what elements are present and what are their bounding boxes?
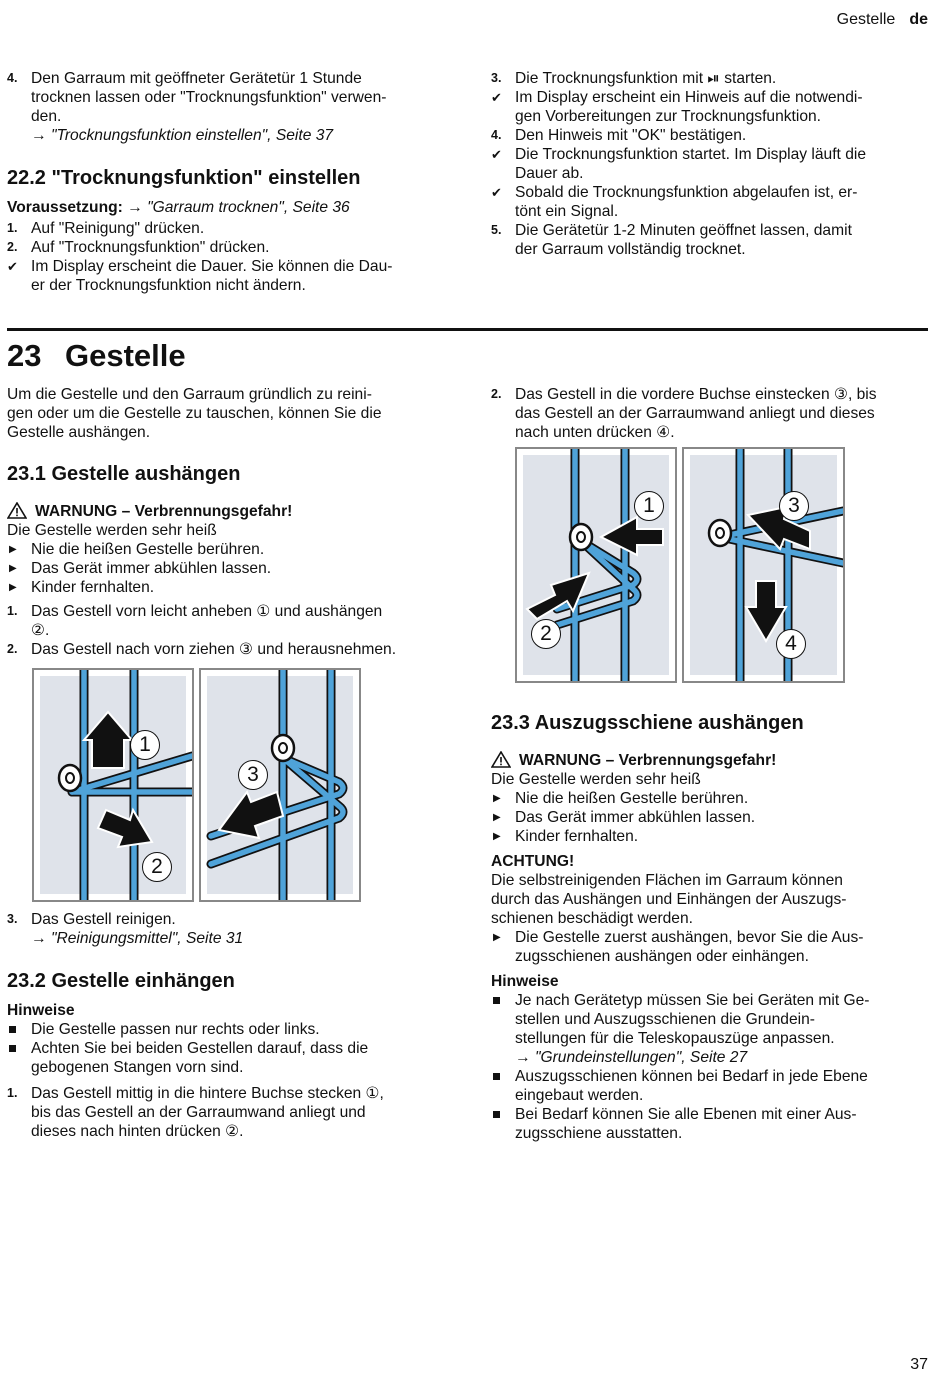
xref-link[interactable]: → "Grundeinstellungen", Seite 27 xyxy=(515,1049,748,1066)
warning-icon xyxy=(490,750,512,768)
fig-label: 4 xyxy=(776,629,806,659)
check-icon: ✔ xyxy=(491,147,502,162)
fig-label: 3 xyxy=(779,491,809,521)
heading-23-1: 23.1 Gestelle aushängen xyxy=(7,463,241,485)
triangle-bullet-icon: ▶ xyxy=(493,932,501,943)
sec23-2-step2: 2. Das Gestell in die vordere Buchse ein… xyxy=(491,386,877,441)
xref-link[interactable]: → "Trocknungsfunktion einstellen", Seite… xyxy=(31,127,334,144)
triangle-bullet-icon: ▶ xyxy=(9,544,17,555)
heading-23-3: 23.3 Auszugsschiene aushängen xyxy=(491,712,804,734)
header-section: Gestelle xyxy=(836,11,896,28)
fig-label: 1 xyxy=(634,491,664,521)
square-bullet-icon xyxy=(9,1026,16,1033)
check-icon: ✔ xyxy=(491,90,502,105)
sec23-intro: Um die Gestelle und den Garraum gründlic… xyxy=(7,386,382,441)
fig-label: 2 xyxy=(142,852,172,882)
header-lang: de xyxy=(909,11,928,28)
figure-insert-front: 3 4 xyxy=(682,447,845,683)
fig-label: 2 xyxy=(531,619,561,649)
sec23-3-body: WARNUNG – Verbrennungsgefahr! Die Gestel… xyxy=(490,750,929,1143)
sec23-1-warning: WARNUNG – Verbrennungsgefahr! Die Gestel… xyxy=(6,501,397,658)
triangle-bullet-icon: ▶ xyxy=(9,582,17,593)
sec22-2-body-cont: 3.Die Trocknungsfunktion mit ⏯ starten. … xyxy=(491,70,867,258)
sec22-step4: 4. Den Garraum mit geöffneter Gerätetür … xyxy=(7,69,447,145)
sec23-2-body: Hinweise Die Gestelle passen nur rechts … xyxy=(7,1002,384,1140)
triangle-bullet-icon: ▶ xyxy=(9,563,17,574)
triangle-bullet-icon: ▶ xyxy=(493,793,501,804)
arrow-icon: → xyxy=(31,930,47,947)
arrow-icon: → xyxy=(31,127,47,144)
fig-label: 3 xyxy=(238,760,268,790)
play-pause-icon: ⏯ xyxy=(707,70,720,87)
xref-link[interactable]: → "Garraum trocknen", Seite 36 xyxy=(127,199,350,216)
sec22-2-body: Voraussetzung: → "Garraum trocknen", Sei… xyxy=(7,199,393,294)
xref-link[interactable]: → "Reinigungsmittel", Seite 31 xyxy=(31,930,244,947)
square-bullet-icon xyxy=(493,1111,500,1118)
sec23-1-step3: 3. Das Gestell reinigen. → "Reinigungsmi… xyxy=(7,910,447,948)
square-bullet-icon xyxy=(493,1073,500,1080)
figure-lift-rack: 1 2 xyxy=(32,668,194,902)
arrow-icon: → xyxy=(127,199,143,216)
figure-insert-back: 1 2 xyxy=(515,447,677,683)
heading-23-2: 23.2 Gestelle einhängen xyxy=(7,970,235,992)
square-bullet-icon xyxy=(9,1045,16,1052)
arrow-icon: → xyxy=(515,1049,531,1066)
triangle-bullet-icon: ▶ xyxy=(493,831,501,842)
check-icon: ✔ xyxy=(491,185,502,200)
warning-icon xyxy=(6,501,28,519)
triangle-bullet-icon: ▶ xyxy=(493,812,501,823)
heading-22-2: 22.2 "Trocknungsfunktion" einstellen xyxy=(7,167,361,189)
page-number: 37 xyxy=(910,1356,928,1373)
figure-pull-rack: 3 xyxy=(199,668,361,902)
check-icon: ✔ xyxy=(7,259,18,274)
chapter-rule xyxy=(7,328,928,331)
running-header: Gestelle de xyxy=(837,10,928,30)
fig-label: 1 xyxy=(130,730,160,760)
square-bullet-icon xyxy=(493,997,500,1004)
